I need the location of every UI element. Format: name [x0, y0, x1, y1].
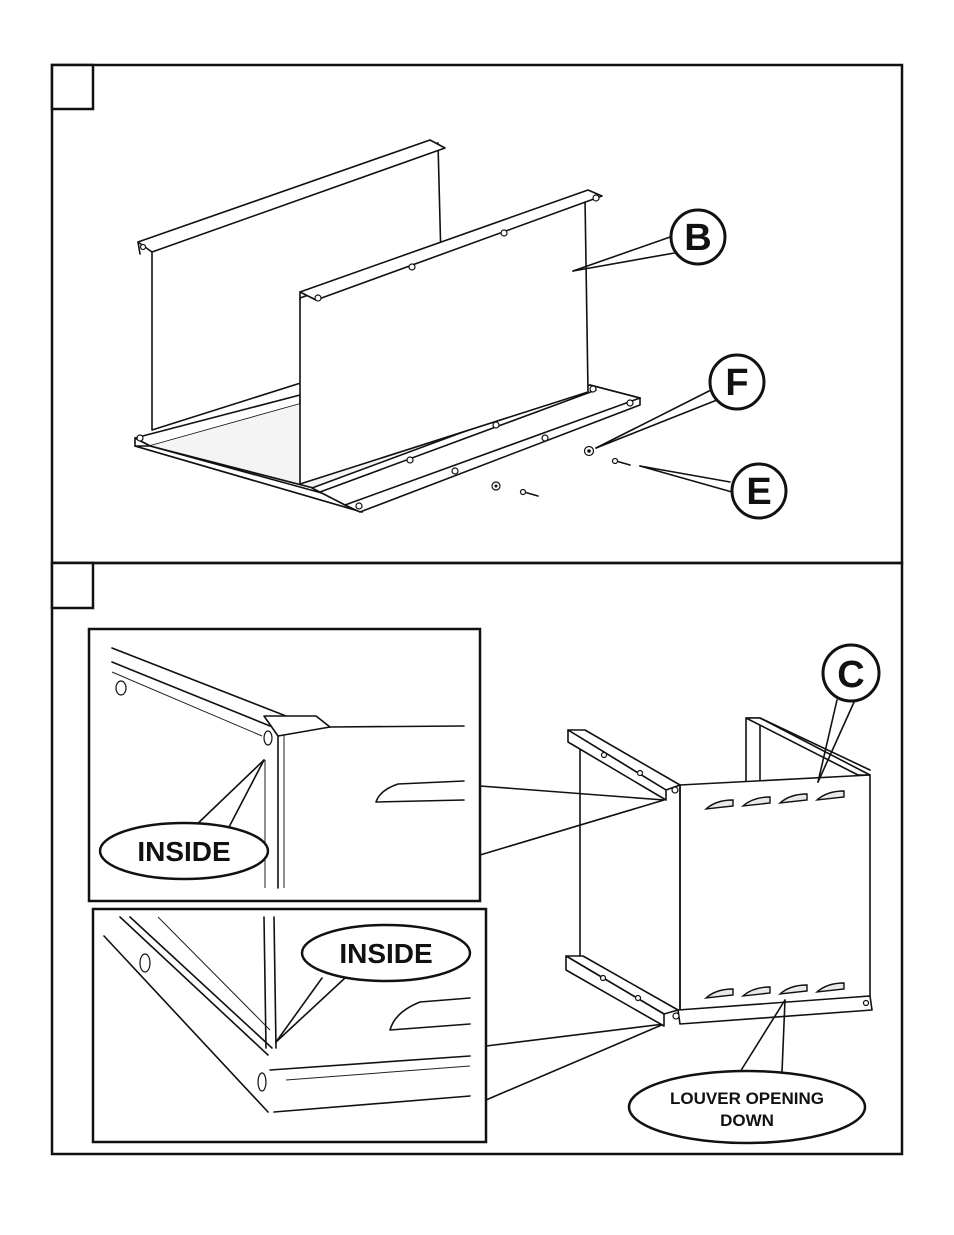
hardware-nut-1 — [492, 482, 500, 490]
step-1-number-box — [52, 65, 93, 109]
callout-c: C — [818, 645, 879, 782]
hardware-screw-e — [613, 459, 631, 466]
inset-connector-lines — [480, 786, 664, 1100]
callout-inside-top-label: INSIDE — [137, 836, 230, 867]
callout-b-label: B — [684, 217, 711, 259]
callout-louver-line1: LOUVER OPENING — [670, 1089, 824, 1108]
step-1-panel: B F E — [52, 65, 902, 563]
callout-f-label: F — [725, 362, 748, 404]
step-2-number-box — [52, 563, 93, 608]
callout-e: E — [640, 464, 786, 518]
step-2-panel: INSIDE INSIDE — [52, 563, 902, 1154]
callout-e-label: E — [746, 471, 771, 513]
callout-louver-line2: DOWN — [720, 1111, 774, 1130]
hardware-screw-1 — [521, 490, 539, 497]
callout-b: B — [573, 210, 725, 271]
hardware-nut-f — [585, 447, 594, 456]
callout-c-label: C — [837, 654, 864, 696]
callout-inside-bottom-label: INSIDE — [339, 938, 432, 969]
